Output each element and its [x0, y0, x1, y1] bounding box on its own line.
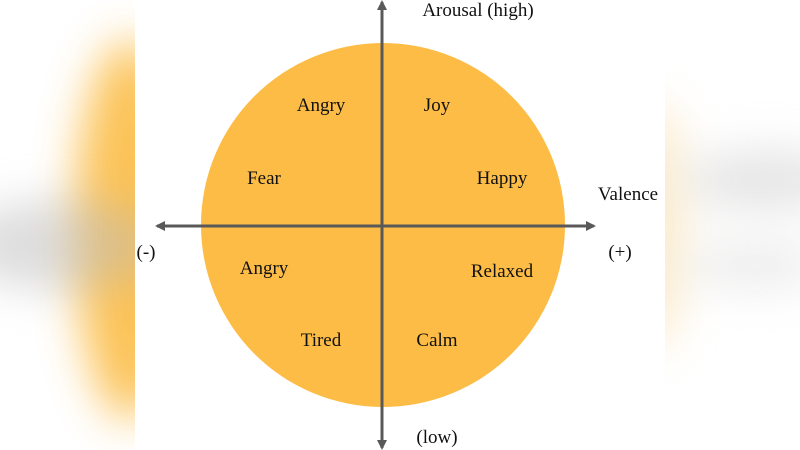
- arousal-low-label: (low): [416, 427, 458, 448]
- positive-label: (+): [608, 242, 632, 263]
- blurred-background-left: [0, 0, 135, 450]
- blurred-circle-edge: [665, 100, 685, 350]
- emotion-happy: Happy: [476, 168, 528, 189]
- emotion-angry-high: Angry: [296, 95, 346, 116]
- emotion-calm: Calm: [416, 330, 458, 351]
- emotion-joy: Joy: [423, 95, 451, 116]
- emotion-tired: Tired: [300, 330, 342, 351]
- emotion-relaxed: Relaxed: [470, 261, 534, 282]
- blurred-text: [685, 240, 800, 290]
- blurred-arrow: [0, 200, 135, 290]
- negative-label: (-): [136, 242, 156, 263]
- valence-label: Valence: [597, 184, 659, 205]
- blurred-background-right: [665, 0, 800, 450]
- emotion-fear: Fear: [247, 168, 281, 189]
- arousal-high-label: Arousal (high): [422, 0, 534, 21]
- emotion-angry-low: Angry: [239, 258, 289, 279]
